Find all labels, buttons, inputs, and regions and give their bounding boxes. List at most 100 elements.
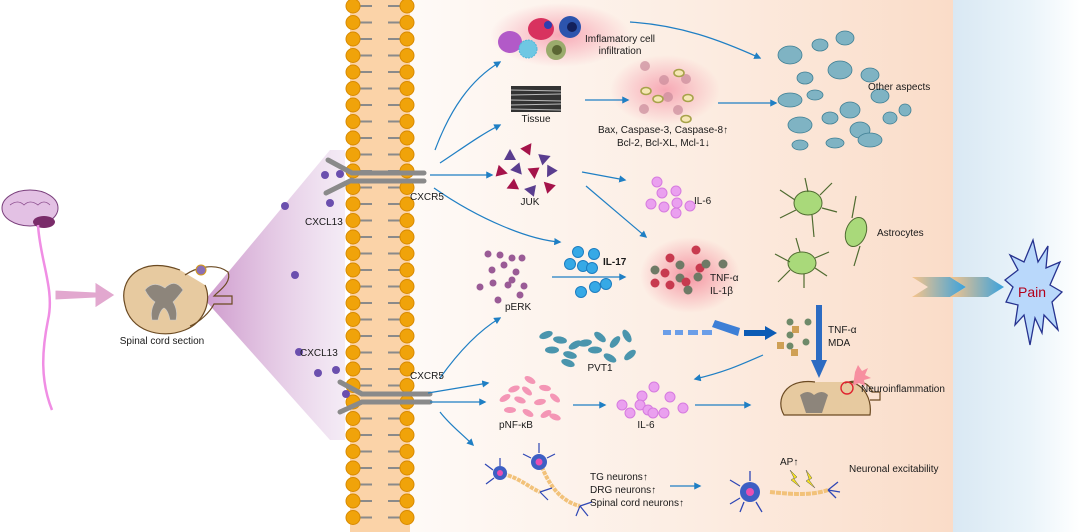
cytokine-molecule <box>701 259 711 269</box>
il6-molecule <box>670 207 682 219</box>
tumor-cell <box>796 71 814 85</box>
juk-triangle <box>520 143 532 156</box>
spinal-cord-section-label: Spinal cord section <box>119 336 205 347</box>
lipid-head <box>399 328 415 344</box>
il17-molecule <box>575 286 587 298</box>
lipid-head <box>345 48 361 63</box>
cxcl13-label-bottom: CXCL13 <box>300 348 338 359</box>
ap-up-arrow-icon: ↑ <box>793 457 799 468</box>
pvt1-to-tnf-dashed-arrow <box>663 320 777 340</box>
perk-dot <box>488 266 496 274</box>
lipid-head <box>399 246 415 261</box>
perk-dot <box>508 254 516 262</box>
pnfkb-molecule <box>549 413 561 421</box>
juk-triangle <box>495 164 508 177</box>
lipid-head <box>345 97 361 113</box>
pain-burst-icon <box>1003 237 1064 346</box>
lipid-head <box>399 48 415 63</box>
lipid-head <box>399 147 415 162</box>
drg-up-arrow-icon: ↑ <box>651 485 657 496</box>
lipid-head <box>345 262 361 278</box>
neuroinflammation-spinal-cord-icon <box>780 365 881 416</box>
tumor-cell <box>835 30 855 46</box>
spinal-cord-section-icon <box>123 264 233 335</box>
inflammatory-label-1: Imflamatory cell <box>584 34 656 45</box>
tissue-label: Tissue <box>521 114 551 125</box>
il6-molecule <box>636 390 648 402</box>
il6-molecule <box>658 201 670 213</box>
lipid-head <box>345 0 361 14</box>
cytokine-molecule <box>660 268 670 278</box>
lipid-head <box>399 345 415 360</box>
pvt1-segment <box>568 340 582 350</box>
cxcr5-receptor-top <box>323 157 427 196</box>
ap-text: AP <box>780 457 794 468</box>
spinal-up-arrow-icon: ↑ <box>678 498 684 509</box>
pnfkb-label: pNF-κB <box>499 420 533 431</box>
pro-apoptotic-text: Bax, Caspase-3, Caspase-8 <box>598 125 724 136</box>
il6-bottom-cluster-icon <box>616 381 689 419</box>
lipid-head <box>399 477 415 492</box>
tg-up-arrow-icon: ↑ <box>642 472 648 483</box>
lipid-head <box>345 328 361 344</box>
juk-triangle <box>538 154 551 166</box>
il17-label: IL-17 <box>603 257 627 268</box>
cxcl13-label-top: CXCL13 <box>305 217 343 228</box>
lipid-head <box>345 81 361 96</box>
perk-dot <box>520 282 528 290</box>
tnf-il1b-cluster-icon <box>650 245 728 295</box>
il6-molecule <box>647 407 659 419</box>
lipid-head <box>345 15 361 30</box>
astrocytes-icon <box>774 177 868 288</box>
il17-molecule <box>588 248 600 260</box>
drg-neurons-text: DRG neurons <box>590 485 652 496</box>
lipid-head <box>399 229 415 245</box>
tissue-icon <box>510 86 562 112</box>
lipid-head <box>399 15 415 30</box>
il6-molecule <box>658 407 670 419</box>
lipid-head <box>399 31 415 47</box>
lipid-head <box>345 229 361 245</box>
lipid-head <box>399 213 415 228</box>
cxcl13-ligands <box>281 170 350 398</box>
juk-triangle <box>524 184 536 197</box>
perk-dot <box>508 276 516 284</box>
il17-molecule <box>564 258 576 270</box>
tumor-cell <box>882 111 898 125</box>
tumor-cell <box>806 89 824 101</box>
pnfkb-icon <box>499 376 561 421</box>
neuronal-excitability-label: Neuronal excitability <box>849 464 939 475</box>
anti-apoptotic-text: Bcl-2, Bcl-XL, Mcl-1 <box>617 138 705 149</box>
lipid-head <box>399 130 415 146</box>
lipid-head <box>399 114 415 129</box>
lipid-head <box>399 312 415 327</box>
cytokine-molecule <box>650 265 660 275</box>
lipid-head <box>345 345 361 360</box>
il6-molecule <box>684 200 696 212</box>
pvt1-segment <box>609 336 621 348</box>
juk-triangle <box>504 149 516 160</box>
il6-molecule <box>656 187 668 199</box>
perk-dot <box>489 279 497 287</box>
lipid-head <box>399 411 415 426</box>
lipid-head <box>399 493 415 509</box>
perk-dot <box>496 251 504 259</box>
il17-molecule <box>586 262 598 274</box>
down-arrow-icon: ↓ <box>704 138 710 149</box>
pvt1-segment <box>603 353 617 363</box>
lipid-head <box>399 295 415 311</box>
cytokine-molecule <box>665 253 675 263</box>
drg-neurons-label: DRG neurons↑ <box>590 485 656 497</box>
cytokine-molecule <box>683 285 693 295</box>
il6-bottom-label: IL-6 <box>637 420 655 431</box>
il17-molecule <box>572 246 584 258</box>
lipid-head <box>399 279 415 294</box>
cytokine-molecule <box>665 280 675 290</box>
perk-dot <box>484 250 492 258</box>
lipid-head <box>399 460 415 476</box>
juk-triangle <box>543 181 556 194</box>
lipid-head <box>345 246 361 261</box>
il6-top-cluster-icon <box>645 176 696 219</box>
lipid-head <box>399 427 415 443</box>
perk-dot <box>512 268 520 276</box>
